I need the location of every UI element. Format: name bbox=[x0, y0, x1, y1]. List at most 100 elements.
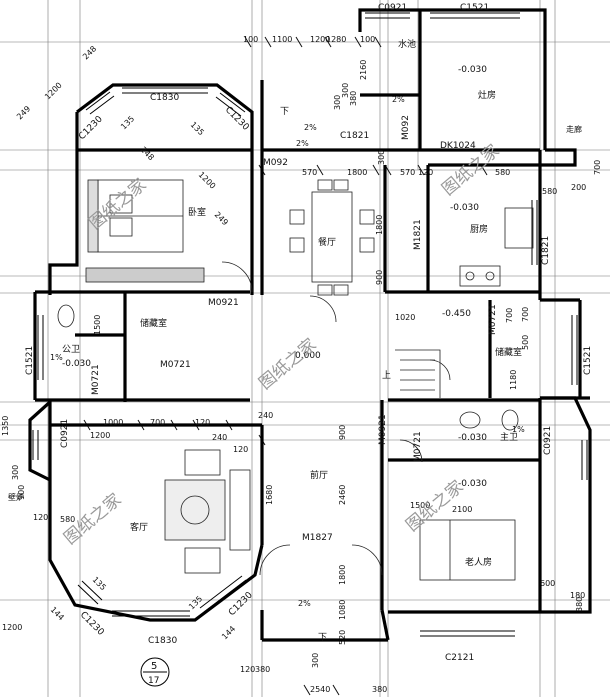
dimension: 144 bbox=[49, 605, 66, 622]
window-code: C1521 bbox=[583, 346, 593, 375]
dimension: 1680 bbox=[265, 485, 274, 505]
dimensions-low: 1000 700 120 240 1200 120 240 900 1680 2… bbox=[1, 411, 585, 694]
door-codes: M092 M092 M1821 M0921 M0721 M0721 M0721 … bbox=[91, 115, 498, 543]
window-code: C1830 bbox=[148, 636, 177, 646]
dimension: 200 bbox=[571, 183, 586, 192]
dimension: 2160 bbox=[359, 60, 368, 80]
dimension: 1020 bbox=[395, 313, 415, 322]
window-code: C1521 bbox=[25, 346, 35, 375]
page-number-badge: 5 17 bbox=[140, 657, 170, 687]
room-storage-left: 储藏室 bbox=[140, 317, 167, 329]
dimension: 380 bbox=[255, 665, 270, 674]
dining-table-icon bbox=[311, 191, 353, 283]
stair-up-label: 上 bbox=[382, 370, 391, 381]
dimension: 520 bbox=[338, 630, 347, 645]
furniture bbox=[57, 179, 534, 581]
dimension: 300 bbox=[11, 465, 20, 480]
room-kitchen: 厨房 bbox=[470, 223, 488, 235]
dimension: 900 bbox=[17, 485, 26, 500]
basin-icon bbox=[459, 411, 481, 429]
wardrobe-icon bbox=[85, 267, 205, 283]
room-stove: 灶房 bbox=[478, 89, 496, 101]
watermark-text: 图纸之家 bbox=[255, 335, 320, 394]
armchair-icon-2 bbox=[184, 547, 221, 574]
windows-lines bbox=[32, 12, 588, 637]
toilet-icon bbox=[57, 304, 75, 328]
window-code: C1521 bbox=[460, 3, 489, 13]
dimension: 1500 bbox=[93, 315, 102, 335]
walls bbox=[28, 8, 592, 642]
dimension: 100 bbox=[360, 35, 375, 44]
slope-mark: 1% bbox=[50, 353, 63, 362]
dimension: 500 bbox=[521, 335, 530, 350]
coffee-table-icon bbox=[164, 479, 226, 541]
dimension: 120 bbox=[195, 418, 210, 427]
dimension: 300 bbox=[341, 83, 350, 98]
dimension: 120 bbox=[240, 665, 255, 674]
elder-bed-icon bbox=[419, 519, 516, 581]
dimensions-top: 100 1100 1280 1200 100 248 249 1200 248 … bbox=[15, 35, 375, 162]
dimension: 120 bbox=[33, 513, 48, 522]
door-code: M092 bbox=[263, 158, 288, 168]
dimension: 144 bbox=[220, 624, 237, 641]
door-code: M092 bbox=[401, 115, 411, 140]
level-marks: -0.030 -0.030 -0.030 -0.450 -0.030 0.000… bbox=[62, 65, 487, 489]
slope-mark: 2% bbox=[392, 95, 405, 104]
dimension: 700 bbox=[150, 418, 165, 427]
dimension: 135 bbox=[189, 120, 206, 137]
dimension: 248 bbox=[139, 145, 156, 162]
dimension: 300 bbox=[333, 95, 342, 110]
window-code: C2121 bbox=[445, 653, 474, 663]
dimension: 180 bbox=[570, 591, 585, 600]
dimension: 1200 bbox=[197, 170, 218, 191]
dimension: 2100 bbox=[452, 505, 472, 514]
dimension: 240 bbox=[258, 411, 273, 420]
dimension: 700 bbox=[505, 308, 514, 323]
level-mark: -0.030 bbox=[458, 433, 487, 443]
dimension: 2460 bbox=[338, 485, 347, 505]
dimension: 120 bbox=[233, 445, 248, 454]
dimension: 120 bbox=[418, 168, 433, 177]
dimension: 135 bbox=[91, 575, 108, 592]
level-mark: -0.030 bbox=[450, 203, 479, 213]
dimension: 1200 bbox=[2, 623, 22, 632]
room-dining: 餐厅 bbox=[318, 236, 336, 248]
stair-down-label-2: 下 bbox=[318, 633, 327, 643]
dimension: 135 bbox=[187, 594, 204, 611]
room-storage-right: 储藏室 bbox=[495, 346, 522, 358]
stair-icon bbox=[395, 349, 441, 398]
door-code: M0721 bbox=[413, 431, 423, 462]
room-corridor: 走廊 bbox=[566, 124, 582, 134]
dimension: 700 bbox=[521, 307, 530, 322]
door-code: M0921 bbox=[208, 298, 239, 308]
window-code: C0921 bbox=[378, 3, 407, 13]
dimension: 570 bbox=[302, 168, 317, 177]
dimension: 380 bbox=[349, 91, 358, 106]
dimension: 1800 bbox=[347, 168, 367, 177]
room-public-bath: 公卫 bbox=[62, 344, 80, 355]
dimension: 300 bbox=[377, 150, 386, 165]
dimension: 580 bbox=[542, 187, 557, 196]
dimension: 2540 bbox=[310, 685, 330, 694]
slope-mark: 1% bbox=[512, 425, 525, 434]
stair-down-label: 下 bbox=[280, 107, 289, 117]
door-code: M0721 bbox=[160, 360, 191, 370]
room-elder: 老人房 bbox=[465, 556, 492, 568]
dimension: 380 bbox=[575, 597, 584, 612]
room-foyer: 前厅 bbox=[310, 469, 328, 481]
window-code: C0921 bbox=[543, 426, 553, 455]
slope-mark: 2% bbox=[296, 139, 309, 148]
dimension: 1280 bbox=[326, 35, 346, 44]
dimension: 580 bbox=[495, 168, 510, 177]
window-code: C1830 bbox=[150, 93, 179, 103]
dimension: 700 bbox=[593, 160, 602, 175]
door-code: M0721 bbox=[488, 304, 498, 335]
dimension: 570 bbox=[400, 168, 415, 177]
level-mark: -0.450 bbox=[442, 309, 471, 319]
dimension: 900 bbox=[375, 270, 384, 285]
room-bedroom: 卧室 bbox=[188, 206, 206, 218]
dimension: 248 bbox=[81, 44, 98, 61]
window-code: C1821 bbox=[340, 131, 369, 141]
dimension: 240 bbox=[212, 433, 227, 442]
